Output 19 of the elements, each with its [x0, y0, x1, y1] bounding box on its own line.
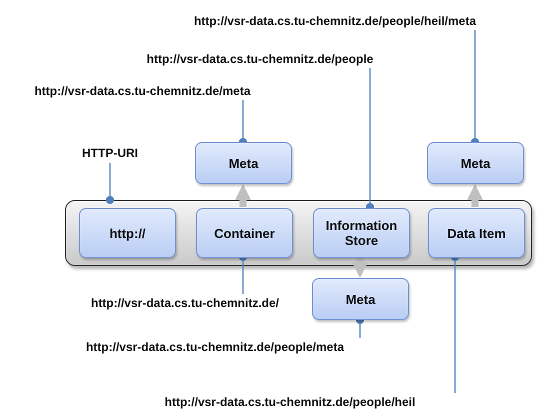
process-box: Container	[196, 208, 293, 258]
process-box: Information Store	[313, 208, 410, 258]
url-label: http://vsr-data.cs.tu-chemnitz.de/people	[115, 50, 405, 68]
url-label: http://vsr-data.cs.tu-chemnitz.de/	[55, 294, 315, 312]
meta-box: Meta	[195, 142, 292, 184]
url-label: http://vsr-data.cs.tu-chemnitz.de/people/heil/meta	[150, 12, 520, 30]
container-band	[65, 200, 532, 266]
arrow	[352, 257, 368, 278]
meta-box: Meta	[312, 278, 409, 320]
url-label: http://vsr-data.cs.tu-chemnitz.de/people/meta	[55, 338, 375, 356]
process-box: Data Item	[428, 208, 525, 258]
meta-box: Meta	[427, 142, 524, 184]
arrow	[235, 184, 251, 207]
url-label: http://vsr-data.cs.tu-chemnitz.de/people/heil	[120, 393, 460, 411]
url-label: http://vsr-data.cs.tu-chemnitz.de/meta	[5, 82, 280, 100]
leader-line	[106, 163, 114, 204]
process-box: http://	[79, 208, 176, 258]
text-label: HTTP-URI	[75, 143, 145, 163]
arrow	[467, 184, 483, 207]
